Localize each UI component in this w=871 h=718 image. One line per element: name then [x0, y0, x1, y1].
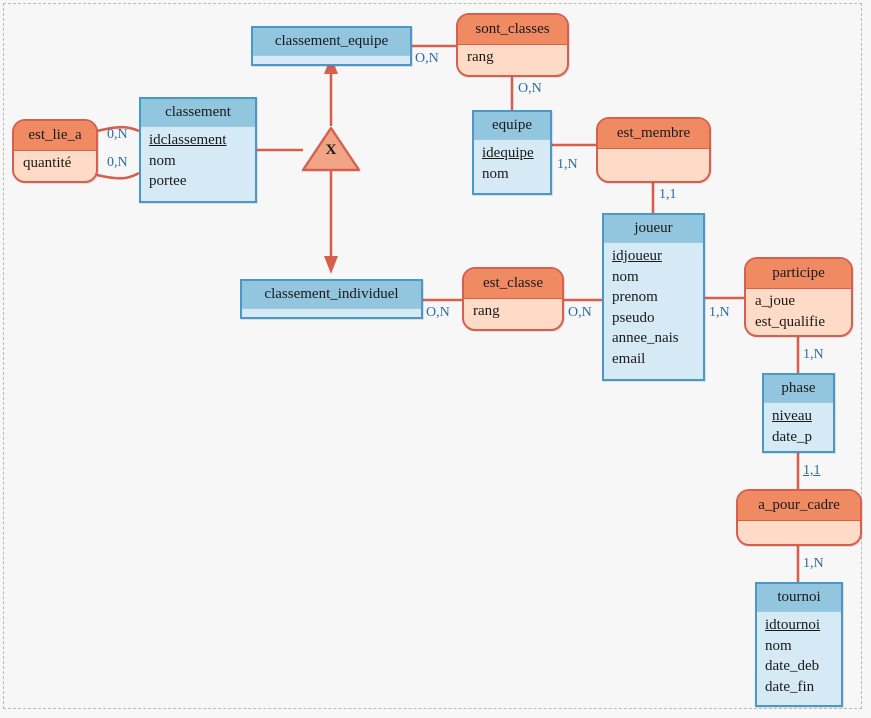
- entity-attributes: [253, 56, 410, 67]
- cardinality-est_lie_a-classement-lower[interactable]: 0,N: [107, 155, 128, 170]
- relationship-est_lie_a[interactable]: est_lie_a quantité: [12, 119, 98, 183]
- entity-title: phase: [764, 375, 833, 403]
- entity-attributes: idjoueur nom prenom pseudo annee_nais em…: [604, 243, 703, 374]
- entity-attributes: idclassement nom portee: [141, 127, 255, 197]
- relationship-est_membre[interactable]: est_membre: [596, 117, 711, 183]
- entity-title: classement: [141, 99, 255, 127]
- triangle-shape: [301, 126, 361, 172]
- entity-title: tournoi: [757, 584, 841, 612]
- cardinality-sont_classes-equipe[interactable]: O,N: [518, 81, 542, 96]
- attribute-key: niveau: [772, 408, 812, 424]
- relationship-title: participe: [746, 259, 851, 289]
- attribute: pseudo: [612, 309, 655, 326]
- entity-title: equipe: [474, 112, 550, 140]
- relationship-attributes: [738, 521, 860, 539]
- cardinality-a_pour_cadre-tournoi[interactable]: 1,N: [803, 556, 824, 571]
- cardinality-equipe-est_membre[interactable]: 1,N: [557, 157, 578, 172]
- relationship-attributes: quantité: [14, 151, 96, 178]
- link-est_lie_a-classement-upper: [96, 125, 140, 133]
- relationship-title: est_lie_a: [14, 121, 96, 151]
- attribute: rang: [467, 49, 494, 65]
- relationship-attributes: rang: [464, 299, 562, 326]
- entity-phase[interactable]: phase niveau date_p: [762, 373, 835, 453]
- relationship-participe[interactable]: participe a_joue est_qualifie: [744, 257, 853, 337]
- cardinality-classement_equipe-sont_classes[interactable]: O,N: [415, 51, 439, 66]
- cardinality-phase-a_pour_cadre[interactable]: 1,1: [803, 463, 821, 478]
- attribute-key: idjoueur: [612, 248, 662, 264]
- entity-title: joueur: [604, 215, 703, 243]
- entity-attributes: niveau date_p: [764, 403, 833, 452]
- relationship-title: a_pour_cadre: [738, 491, 860, 521]
- relationship-attributes: [598, 149, 709, 167]
- attribute: portee: [149, 173, 187, 189]
- cardinality-joueur-participe[interactable]: 1,N: [709, 305, 730, 320]
- link-est_lie_a-classement-lower: [96, 171, 140, 180]
- entity-classement_individuel[interactable]: classement_individuel: [240, 279, 423, 319]
- attribute-key: idclassement: [149, 132, 227, 148]
- cardinality-classement_individuel-est_classe[interactable]: O,N: [426, 305, 450, 320]
- relationship-sont_classes[interactable]: sont_classes rang: [456, 13, 569, 77]
- relationship-est_classe[interactable]: est_classe rang: [462, 267, 564, 331]
- specialization-triangle[interactable]: X: [301, 126, 361, 172]
- attribute: date_fin: [765, 678, 815, 695]
- attribute: email: [612, 350, 646, 367]
- entity-joueur[interactable]: joueur idjoueur nom prenom pseudo annee_…: [602, 213, 705, 381]
- attribute: nom: [612, 268, 639, 285]
- relationship-title: sont_classes: [458, 15, 567, 45]
- attribute: annee_nais: [612, 330, 679, 346]
- entity-tournoi[interactable]: tournoi idtournoi nom date_deb date_fin: [755, 582, 843, 707]
- attribute: nom: [482, 165, 509, 182]
- attribute: nom: [765, 637, 792, 654]
- specialization-label: X: [325, 142, 337, 158]
- entity-attributes: idtournoi nom date_deb date_fin: [757, 612, 841, 702]
- attribute-key: idtournoi: [765, 617, 820, 633]
- attribute: quantité: [23, 155, 72, 171]
- attribute: a_joue: [755, 293, 795, 309]
- attribute: date_deb: [765, 658, 820, 674]
- arrowhead-classement_individuel: [324, 256, 338, 274]
- entity-equipe[interactable]: equipe idequipe nom: [472, 110, 552, 195]
- attribute: est_qualifie: [755, 314, 825, 330]
- attribute-key: idequipe: [482, 145, 534, 161]
- cardinality-participe-phase[interactable]: 1,N: [803, 347, 824, 362]
- entity-title: classement_individuel: [242, 281, 421, 309]
- cardinality-est_membre-joueur[interactable]: 1,1: [659, 187, 677, 202]
- entity-classement_equipe[interactable]: classement_equipe: [251, 26, 412, 66]
- relationship-attributes: a_joue est_qualifie: [746, 289, 851, 335]
- entity-title: classement_equipe: [253, 28, 410, 56]
- relationship-a_pour_cadre[interactable]: a_pour_cadre: [736, 489, 862, 546]
- attribute: nom: [149, 152, 176, 169]
- entity-attributes: idequipe nom: [474, 140, 550, 189]
- attribute: date_p: [772, 428, 812, 445]
- entity-classement[interactable]: classement idclassement nom portee: [139, 97, 257, 203]
- attribute: rang: [473, 303, 500, 319]
- attribute: prenom: [612, 289, 658, 305]
- relationship-title: est_classe: [464, 269, 562, 299]
- relationship-title: est_membre: [598, 119, 709, 149]
- relationship-attributes: rang: [458, 45, 567, 72]
- entity-attributes: [242, 309, 421, 320]
- cardinality-est_lie_a-classement-upper[interactable]: 0,N: [107, 127, 128, 142]
- cardinality-est_classe-joueur[interactable]: O,N: [568, 305, 592, 320]
